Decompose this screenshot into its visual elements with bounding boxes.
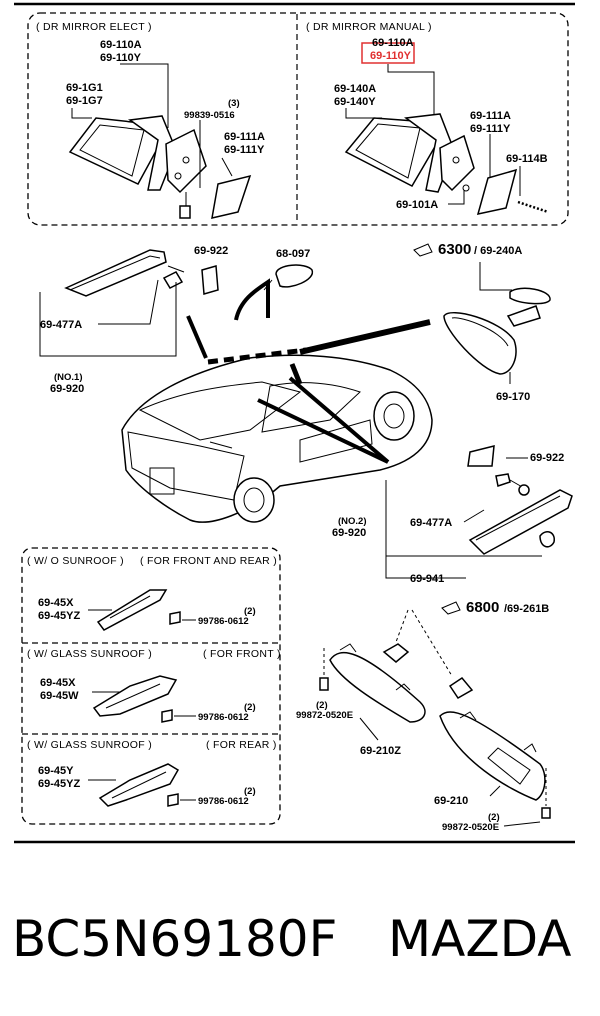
part-label: 69-210 xyxy=(434,795,468,807)
part-label: 99839-0516 xyxy=(184,110,235,121)
qty-label: (2) xyxy=(488,812,500,823)
part-label: 69-111A xyxy=(224,131,265,143)
part-label: 69-1G7 xyxy=(66,95,103,107)
sunroof-bracket-1-drawing xyxy=(88,589,196,631)
part-label: 69-140Y xyxy=(334,96,376,108)
car-body-drawing xyxy=(121,354,433,523)
part-label: 69-922 xyxy=(194,245,228,257)
mirror-box xyxy=(27,12,569,226)
qty-label: (2) xyxy=(244,702,256,713)
sunroof-bracket-2-drawing xyxy=(92,675,196,723)
grab-handle-no2-drawing xyxy=(385,445,573,579)
section-glass-sunroof: ( W/ GLASS SUNROOF ) xyxy=(27,739,152,751)
sunroof-box xyxy=(21,547,281,825)
caption-part-number: BC5N69180F xyxy=(12,910,337,968)
part-label: 99872-0520E xyxy=(442,822,499,833)
rearview-mirror-drawing xyxy=(443,262,551,384)
part-label: 99872-0520E xyxy=(296,710,353,721)
section-for-front-and-rear: ( FOR FRONT AND REAR ) xyxy=(140,555,277,567)
caption-brand: MAZDA xyxy=(388,910,571,968)
part-label: 69-140A xyxy=(334,83,376,95)
part-label: 69-170 xyxy=(496,391,530,403)
part-label: 69-110Y xyxy=(100,52,142,64)
part-label: 69-101A xyxy=(396,199,438,211)
part-label: 69-920 xyxy=(332,527,366,539)
section-glass-sunroof: ( W/ GLASS SUNROOF ) xyxy=(27,648,152,660)
part-label: 69-210Z xyxy=(360,745,401,757)
part-label: 69-45YZ xyxy=(38,778,80,790)
part-label: 69-920 xyxy=(50,383,84,395)
part-label: 69-110A xyxy=(372,37,414,49)
qty-label: (2) xyxy=(244,606,256,617)
section-for-front: ( FOR FRONT ) xyxy=(203,648,281,660)
part-label: 69-45X xyxy=(38,597,74,609)
part-label: 69-45X xyxy=(40,677,76,689)
section-dr-mirror-elect: ( DR MIRROR ELECT ) xyxy=(36,21,152,33)
grab-handle-no1-drawing xyxy=(39,249,313,357)
section-dr-mirror-manual: ( DR MIRROR MANUAL ) xyxy=(306,21,432,33)
section-wo-sunroof: ( W/ O SUNROOF ) xyxy=(27,555,124,567)
part-label: 69-111A xyxy=(470,110,511,122)
highlight-box xyxy=(361,42,415,64)
part-label: 69-111Y xyxy=(470,123,511,135)
part-label: 68-097 xyxy=(276,248,310,260)
highlighted-part-label: 69-110Y xyxy=(370,50,412,62)
part-label: 69-114B xyxy=(506,153,548,165)
part-label: 69-45Y xyxy=(38,765,74,777)
section-for-rear: ( FOR REAR ) xyxy=(206,739,277,751)
part-label: 69-45YZ xyxy=(38,610,80,622)
sun-visor-drawing xyxy=(319,609,551,827)
part-label: 6300 xyxy=(438,241,471,258)
qty-label: (NO.2) xyxy=(338,516,367,527)
part-label: 69-45W xyxy=(40,690,79,702)
part-label: /69-261B xyxy=(504,603,549,615)
part-label: 69-477A xyxy=(410,517,452,529)
part-label: 99786-0612 xyxy=(198,616,249,627)
qty-label: (2) xyxy=(316,700,328,711)
electric-mirror-drawing xyxy=(68,63,252,219)
part-label: 69-110A xyxy=(100,39,142,51)
part-label: 69-922 xyxy=(530,452,564,464)
part-label: 99786-0612 xyxy=(198,796,249,807)
paint-code-icon xyxy=(441,601,461,615)
part-label: 99786-0612 xyxy=(198,712,249,723)
qty-label: (NO.1) xyxy=(54,372,83,383)
part-label: 69-941 xyxy=(410,573,444,585)
part-label: 69-111Y xyxy=(224,144,265,156)
part-label: / 69-240A xyxy=(474,245,522,257)
qty-label: (2) xyxy=(244,786,256,797)
manual-mirror-drawing xyxy=(344,64,549,215)
part-label: 69-477A xyxy=(40,319,82,331)
qty-label: (3) xyxy=(228,98,240,109)
sunroof-bracket-3-drawing xyxy=(88,763,196,807)
paint-code-icon xyxy=(413,243,433,257)
part-label: 6800 xyxy=(466,599,499,616)
part-label: 69-1G1 xyxy=(66,82,103,94)
location-pointers xyxy=(186,278,431,464)
